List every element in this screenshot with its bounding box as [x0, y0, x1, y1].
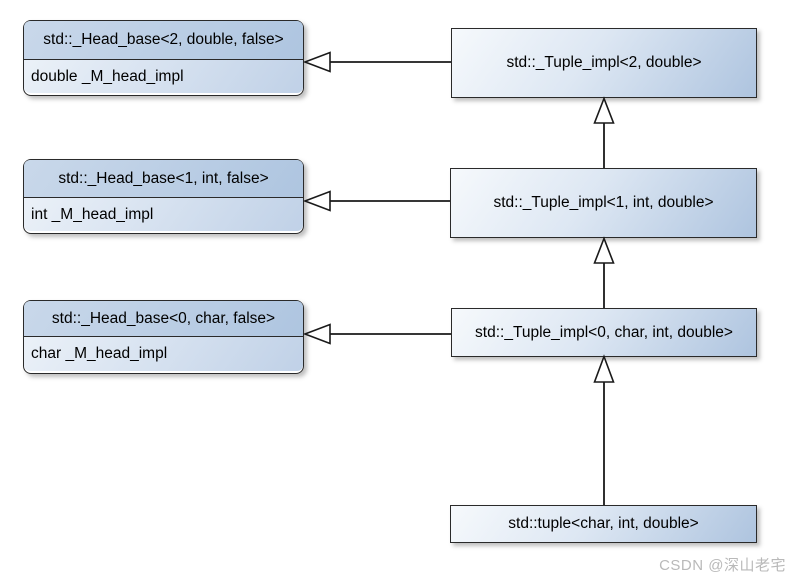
class-tuple-impl-0: std::_Tuple_impl<0, char, int, double> [451, 308, 757, 357]
class-title: std::_Tuple_impl<2, double> [506, 54, 702, 71]
inheritance-arrow-tuple-impl-0-to-head-base-0 [302, 323, 451, 345]
inheritance-arrow-tuple-impl-1-to-head-base-1 [302, 190, 450, 212]
class-tuple-impl-1: std::_Tuple_impl<1, int, double> [450, 168, 757, 238]
inheritance-arrow-tuple-impl-1-to-tuple-impl-2 [593, 96, 615, 168]
inheritance-arrow-tuple-impl-2-to-head-base-2 [302, 51, 451, 73]
class-attribute: int _M_head_impl [24, 198, 303, 231]
class-title: std::tuple<char, int, double> [508, 515, 699, 532]
inheritance-arrow-tuple-impl-0-to-tuple-impl-1 [593, 236, 615, 308]
class-title: std::_Head_base<1, int, false> [24, 160, 303, 198]
class-attribute: char _M_head_impl [24, 337, 303, 371]
csdn-watermark: CSDN @深山老宅 [659, 557, 786, 574]
class-head-base-2: std::_Head_base<2, double, false> double… [23, 20, 304, 96]
inheritance-arrow-tuple-to-tuple-impl-0 [593, 354, 615, 505]
class-title: std::_Head_base<0, char, false> [24, 301, 303, 337]
class-title: std::_Tuple_impl<1, int, double> [493, 194, 714, 211]
class-tuple-impl-2: std::_Tuple_impl<2, double> [451, 28, 757, 98]
class-tuple: std::tuple<char, int, double> [450, 505, 757, 543]
class-title: std::_Head_base<2, double, false> [24, 21, 303, 60]
class-head-base-1: std::_Head_base<1, int, false> int _M_he… [23, 159, 304, 234]
class-head-base-0: std::_Head_base<0, char, false> char _M_… [23, 300, 304, 374]
class-title: std::_Tuple_impl<0, char, int, double> [475, 323, 733, 341]
class-attribute: double _M_head_impl [24, 60, 303, 93]
